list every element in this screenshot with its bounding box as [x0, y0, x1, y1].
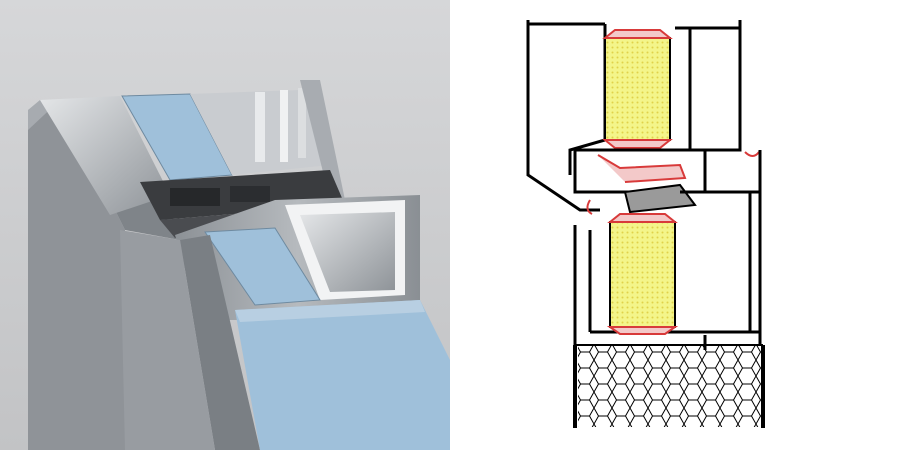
lower-insulation-pane	[606, 213, 679, 335]
web-3	[298, 88, 306, 158]
web-1	[255, 92, 265, 162]
sash-near-side	[180, 235, 260, 450]
upper-insulation-pane	[602, 29, 673, 149]
tb-chamber-2	[230, 186, 270, 202]
frame-near-face	[120, 230, 215, 450]
cross-section-svg	[526, 20, 765, 428]
honeycomb-infill	[573, 344, 765, 428]
right-fin	[300, 80, 345, 200]
lower-insulation	[204, 227, 321, 306]
insulation-edge	[235, 300, 425, 322]
tb-chamber-1	[170, 188, 220, 206]
insulation-face	[235, 300, 450, 450]
sash-chamber-depth	[300, 212, 395, 292]
middle-thermal-break	[573, 148, 760, 215]
profile-3d-render	[0, 0, 450, 450]
web-2	[280, 90, 288, 162]
profile-cross-section	[450, 0, 900, 450]
frame-chamber	[40, 96, 170, 215]
profile-render-svg	[0, 0, 450, 450]
